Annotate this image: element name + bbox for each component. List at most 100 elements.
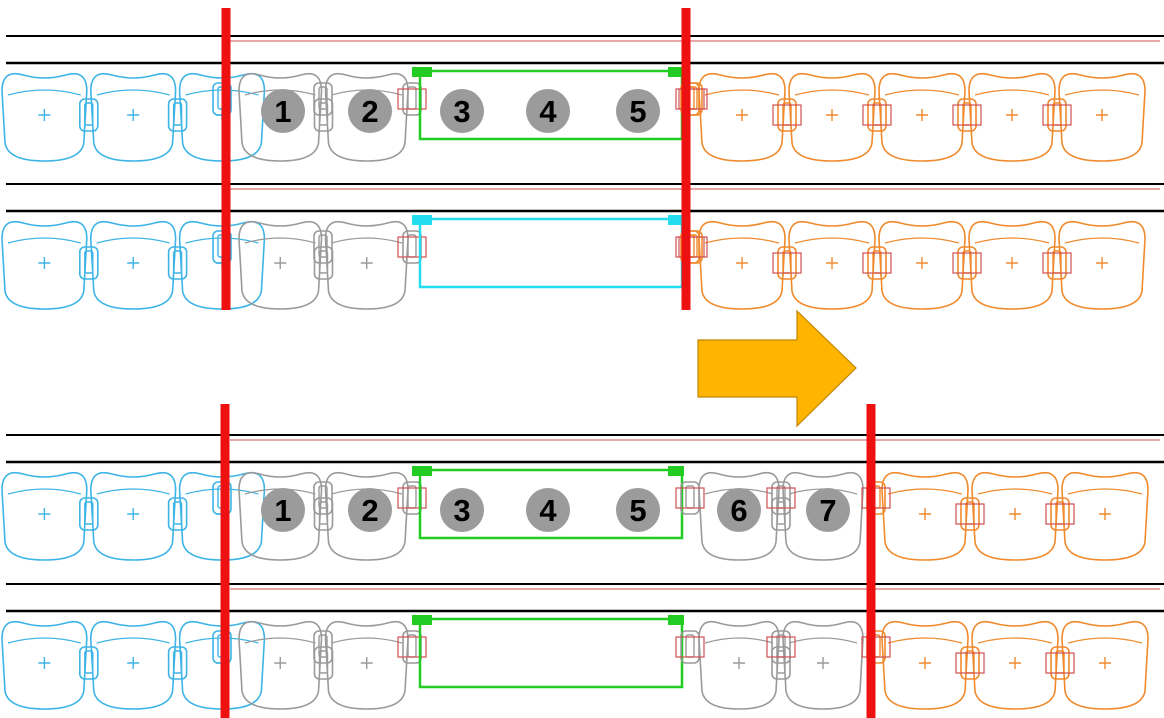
seat-plus-mark <box>916 109 928 121</box>
armrest-frame <box>397 88 427 110</box>
seat-plus-mark <box>127 508 140 520</box>
armrest-frame <box>1042 252 1072 274</box>
seat-outline <box>1 72 88 162</box>
seat-outline <box>178 72 266 162</box>
seat-outline <box>238 620 323 710</box>
seat-back-line <box>887 488 963 495</box>
empty-gap-box <box>418 617 684 689</box>
seat-plus-mark <box>1006 257 1018 269</box>
armrest-inner <box>407 86 417 110</box>
seat-plus-mark <box>919 508 931 520</box>
armrest-inner <box>84 102 94 126</box>
armrest-frame <box>397 236 427 258</box>
seat-back-line <box>331 237 403 244</box>
seat-plus-mark <box>274 257 287 269</box>
seat-back-line <box>7 237 81 244</box>
armrest-frame <box>397 636 427 658</box>
armrest-bracket <box>79 646 99 680</box>
gap-marker-left <box>412 615 432 625</box>
seat-back-line <box>244 637 316 644</box>
armrest-inner <box>318 86 328 110</box>
armrest-frame <box>678 88 708 110</box>
armrest-frame <box>1042 104 1072 126</box>
armrest-bracket <box>680 630 700 664</box>
empty-gap-box <box>418 468 684 540</box>
armrest-frame <box>772 252 802 274</box>
seat-back-line <box>794 237 870 244</box>
gap-marker-right <box>668 466 684 476</box>
seat-outline <box>324 72 409 162</box>
seat-back-line <box>704 237 780 244</box>
seat-outline <box>968 72 1056 162</box>
seat-outline <box>698 220 786 310</box>
armrest-inner <box>776 650 786 674</box>
seat-plus-mark <box>733 657 745 669</box>
armrest-inner <box>172 250 183 274</box>
seat-outline <box>1058 220 1146 310</box>
before-row-2 <box>1 183 1164 310</box>
seat-outline <box>1 220 88 310</box>
seat-outline <box>238 220 323 310</box>
seat-back-line <box>704 89 780 96</box>
seat-outline <box>782 620 864 710</box>
armrest-bracket <box>960 497 980 531</box>
armrest-inner <box>407 485 417 509</box>
seat-outline <box>89 72 177 162</box>
seat-outline <box>178 620 266 710</box>
seat-outline <box>1061 471 1149 561</box>
seat-plus-mark <box>38 257 51 269</box>
seat-back-line <box>977 637 1053 644</box>
armrest-bracket <box>313 230 333 264</box>
seat-number-badge <box>261 89 305 133</box>
armrest-bracket <box>313 630 333 664</box>
armrest-bracket <box>313 246 334 280</box>
seat-number: 2 <box>361 94 378 129</box>
seat-back-line <box>788 637 858 644</box>
gap-marker-right <box>668 67 684 77</box>
seat-outline <box>698 471 780 561</box>
seat-plus-mark <box>736 257 748 269</box>
seat-plus-mark <box>1006 109 1018 121</box>
seat-number-badge <box>348 89 392 133</box>
seat-back-line <box>96 637 170 644</box>
seat-back-line <box>704 637 774 644</box>
seat-back-line <box>96 488 170 495</box>
armrest-frame <box>861 487 891 509</box>
seat-outline <box>238 72 323 162</box>
seat-plus-mark <box>127 657 140 669</box>
seat-number-badge <box>440 488 484 532</box>
armrest-frame <box>955 503 985 525</box>
seat-back-line <box>974 89 1050 96</box>
armrest-frame <box>766 487 796 509</box>
armrest-bracket <box>960 646 980 680</box>
gap-marker-left <box>412 67 432 77</box>
seat-back-line <box>7 89 81 96</box>
seat-plus-mark <box>817 657 829 669</box>
seat-back-line <box>7 637 81 644</box>
armrest-bracket <box>167 646 188 680</box>
seat-number: 3 <box>453 94 470 129</box>
seat-number: 4 <box>539 493 557 528</box>
seat-outline <box>881 471 969 561</box>
armrest-bracket <box>771 481 791 515</box>
armrest-inner <box>84 501 94 525</box>
armrest-frame <box>952 104 982 126</box>
seat-back-line <box>884 89 960 96</box>
armrest-bracket <box>867 98 887 132</box>
seat-plus-mark <box>826 257 838 269</box>
armrest-bracket <box>79 497 99 531</box>
armrest-frame <box>678 236 708 258</box>
seat-outline <box>238 471 323 561</box>
seat-back-line <box>1067 637 1143 644</box>
seat-number-badge <box>526 89 570 133</box>
seat-outline <box>324 620 409 710</box>
armrest-inner <box>172 650 183 674</box>
armrest-frame <box>1045 503 1075 525</box>
armrest-bracket <box>402 630 422 664</box>
armrest-bracket <box>957 98 977 132</box>
armrest-frame <box>772 104 802 126</box>
armrest-inner <box>407 634 417 658</box>
seat-outline <box>89 220 177 310</box>
